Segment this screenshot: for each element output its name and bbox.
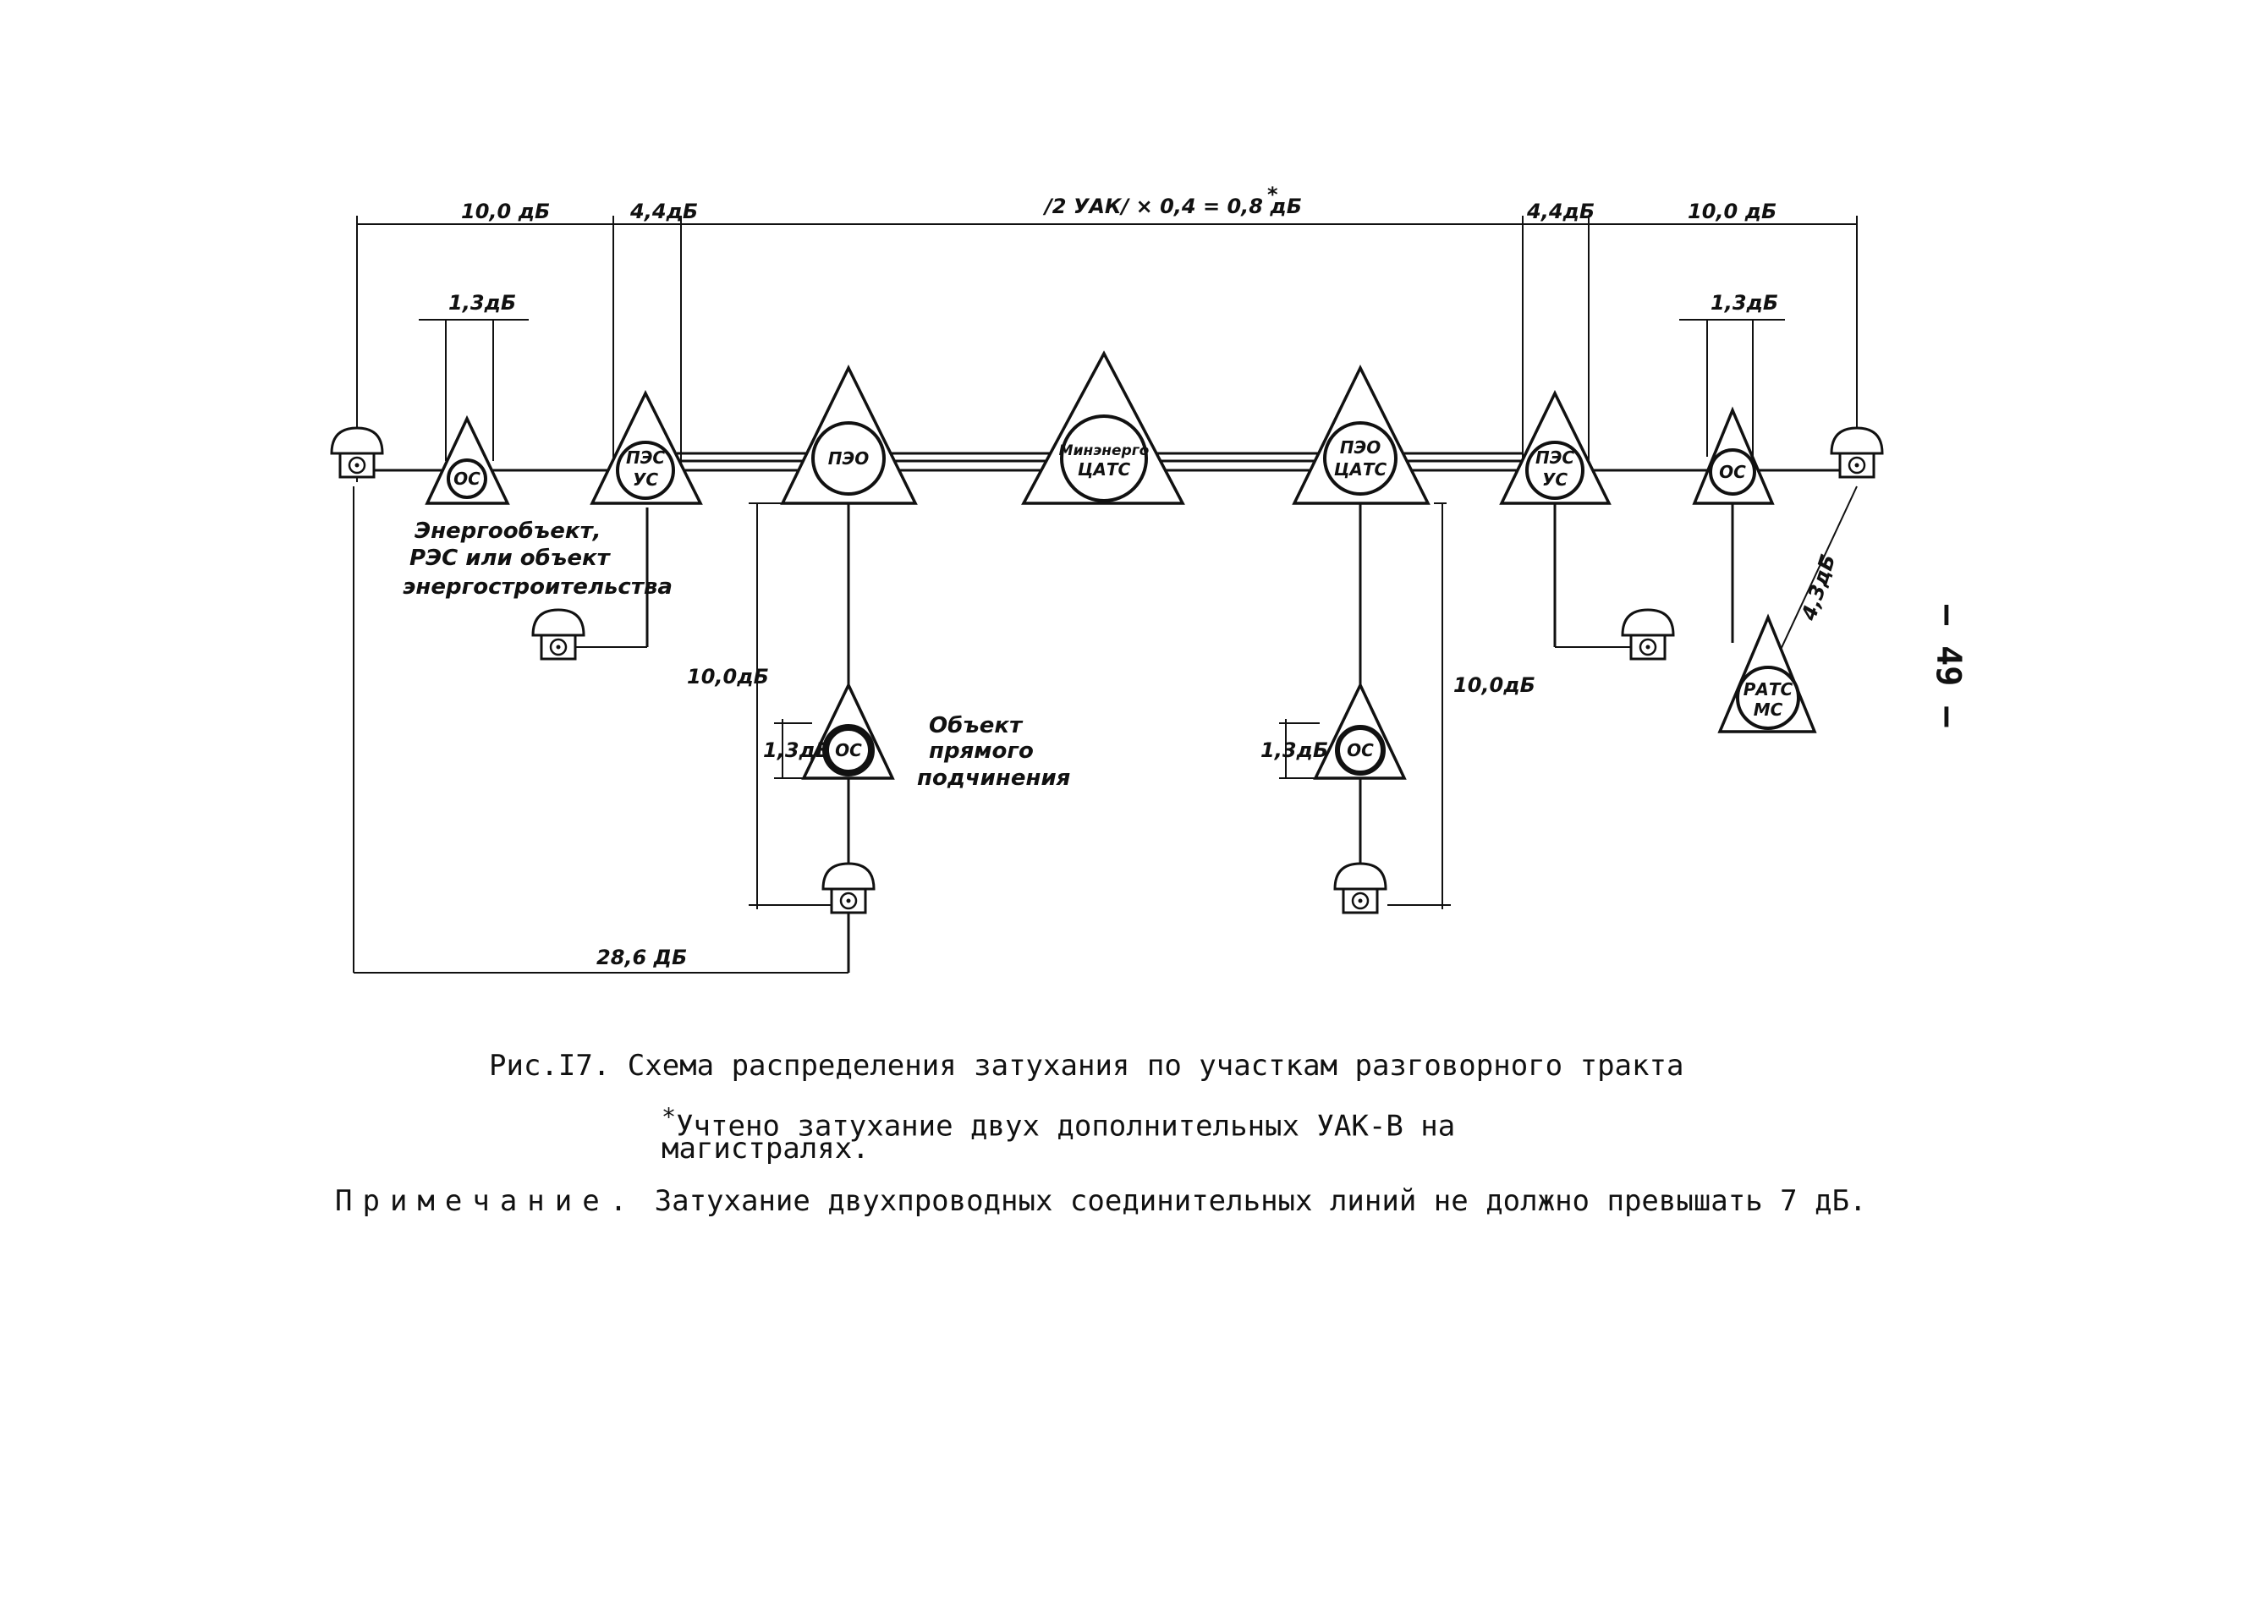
node-pes2-label-b: УС bbox=[1542, 469, 1568, 490]
node-os2-label: ОС bbox=[1719, 462, 1746, 482]
dim-top-center: /2 УАК/ × 0,4 = 0,8 дБ bbox=[1042, 195, 1302, 218]
dim-top-right2: 4,4дБ bbox=[1526, 200, 1595, 223]
label-direct-3: подчинения bbox=[917, 765, 1070, 791]
phone-icon-mid-right bbox=[1333, 862, 1387, 914]
phone-icon-left bbox=[330, 426, 384, 479]
phone-icon-pes-left bbox=[531, 608, 585, 661]
node-ratc-label-a: РАТС bbox=[1744, 679, 1793, 700]
node-peo-label: ПЭО bbox=[828, 448, 869, 469]
dim-bottom: 28,6 ДБ bbox=[596, 946, 687, 969]
dim-down-right: 10,0дБ bbox=[1453, 673, 1535, 697]
footnote-mark: * bbox=[662, 1103, 677, 1131]
node-minenergo-label-a: Минэнерго bbox=[1059, 442, 1150, 459]
dim-top-right: 10,0 дБ bbox=[1688, 200, 1777, 223]
label-direct-1: Объект bbox=[929, 713, 1024, 738]
figure-caption: Рис.I7. Схема распределения затухания по… bbox=[489, 1049, 1684, 1083]
dim-top-left2: 4,4дБ bbox=[629, 200, 698, 223]
footnote-line-2: магистралях. bbox=[662, 1132, 870, 1166]
note-text: Затухание двухпроводных соединительных л… bbox=[637, 1184, 1867, 1218]
phone-icon-right bbox=[1830, 426, 1884, 479]
node-pes1-label-b: УС bbox=[633, 469, 658, 490]
node-peo2-label-a: ПЭО bbox=[1340, 437, 1381, 458]
phone-icon-mid-left bbox=[821, 862, 876, 914]
page-number: – 49 – bbox=[1929, 605, 1968, 727]
node-ratc-label-b: МС bbox=[1754, 700, 1783, 720]
note-label: Примечание. bbox=[335, 1184, 638, 1218]
note: Примечание. Затухание двухпроводных соед… bbox=[335, 1184, 1867, 1218]
node-pes2-label-a: ПЭС bbox=[1535, 447, 1574, 468]
dim-os-mid-right: 1,3дБ bbox=[1260, 738, 1328, 762]
label-direct-2: прямого bbox=[929, 738, 1034, 764]
dim-ratc: 4,3дБ bbox=[1797, 551, 1841, 624]
dim-top-left: 10,0 дБ bbox=[461, 200, 550, 223]
node-os1-label: ОС bbox=[453, 469, 481, 489]
node-os3-label: ОС bbox=[835, 740, 862, 760]
label-energy-3: энергостроительства bbox=[403, 574, 673, 600]
footnote-line-1: *Учтено затухание двух дополнительных УА… bbox=[662, 1103, 1455, 1143]
node-minenergo-label-b: ЦАТС bbox=[1078, 459, 1131, 480]
dim-os-mid-left: 1,3дБ bbox=[763, 738, 831, 762]
phone-icon-pes-right bbox=[1621, 608, 1675, 661]
dim-down-left: 10,0дБ bbox=[687, 665, 769, 689]
node-os4-label: ОС bbox=[1347, 740, 1374, 760]
label-energy-2: РЭС или объект bbox=[409, 546, 612, 571]
dim-top-center-mark: * bbox=[1267, 183, 1278, 206]
node-peo2-label-b: ЦАТС bbox=[1334, 459, 1387, 480]
label-energy-1: Энергообъект, bbox=[415, 518, 601, 544]
dim-os-left: 1,3дБ bbox=[448, 291, 516, 315]
footnote-text-1: Учтено затухание двух дополнительных УАК… bbox=[676, 1109, 1456, 1144]
dim-os-right: 1,3дБ bbox=[1711, 291, 1778, 315]
node-pes1-label-a: ПЭС bbox=[626, 447, 665, 468]
